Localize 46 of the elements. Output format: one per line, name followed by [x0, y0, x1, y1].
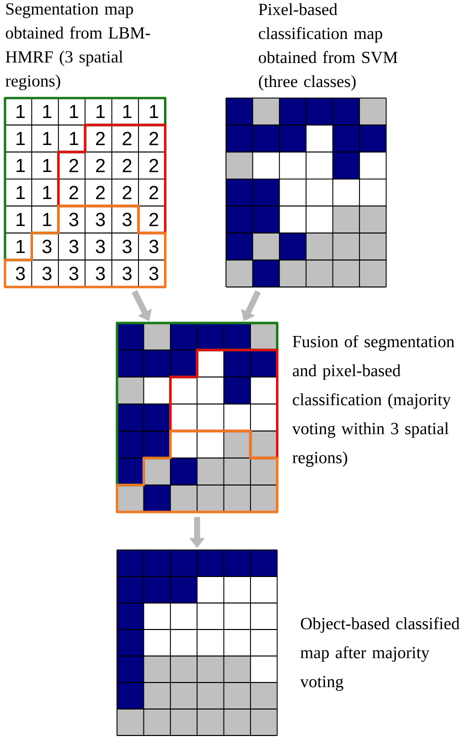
cell-number: 3 — [122, 240, 132, 254]
node-label: Segmentation map obtained from LBM-HMRF (3 spatial regions) — [6, 3, 150, 90]
cell-number: 1 — [16, 212, 25, 226]
cell-number: 1 — [96, 104, 105, 118]
cell-number: 3 — [42, 240, 52, 254]
cell-number: 2 — [96, 132, 105, 146]
cell-number: 3 — [96, 240, 105, 254]
node-label: Pixel-based classification map obtained from SVM (three classes) — [258, 3, 398, 91]
cell-number: 1 — [70, 132, 78, 146]
cell-number: 2 — [96, 186, 105, 200]
cell-number: 1 — [150, 104, 158, 118]
cell-number: 2 — [149, 186, 158, 200]
cell-number: 2 — [149, 212, 158, 226]
cell-number: 2 — [69, 186, 78, 200]
cell-number: 2 — [122, 186, 132, 200]
cell-number: 1 — [16, 240, 25, 254]
cell-number: 2 — [149, 158, 158, 172]
cell-number: 1 — [16, 186, 25, 200]
cell-number: 2 — [149, 132, 158, 146]
cell-number: 1 — [70, 104, 78, 118]
cell-number: 1 — [16, 158, 25, 172]
cell-number: 3 — [96, 212, 105, 226]
cell-number: 1 — [123, 104, 132, 118]
node-label: Object-based classified map after majority voting — [300, 617, 460, 691]
cell-number: 2 — [122, 132, 132, 146]
cell-number: 1 — [16, 132, 25, 146]
cell-number: 1 — [43, 212, 52, 226]
cell-number: 1 — [43, 186, 52, 200]
cell-number: 3 — [122, 266, 132, 280]
cell-number: 3 — [42, 266, 52, 280]
cell-number: 3 — [69, 266, 78, 280]
cell-number: 3 — [16, 266, 25, 280]
cell-number: 3 — [69, 212, 78, 226]
cell-number: 2 — [69, 158, 78, 172]
node-label: Fusion of segmentation and pixel-based classification (majority voting within 3 spatial regions) — [292, 335, 454, 467]
cell-number: 2 — [96, 158, 105, 172]
cell-number: 1 — [43, 158, 52, 172]
cell-number: 1 — [16, 104, 25, 118]
cell-number: 1 — [43, 132, 52, 146]
cell-number: 3 — [149, 266, 158, 280]
cell-number: 2 — [122, 158, 132, 172]
cell-number: 3 — [149, 240, 158, 254]
cell-number: 3 — [96, 266, 105, 280]
cell-number: 3 — [122, 212, 132, 226]
cell-number: 3 — [69, 240, 78, 254]
cell-number: 1 — [43, 104, 52, 118]
